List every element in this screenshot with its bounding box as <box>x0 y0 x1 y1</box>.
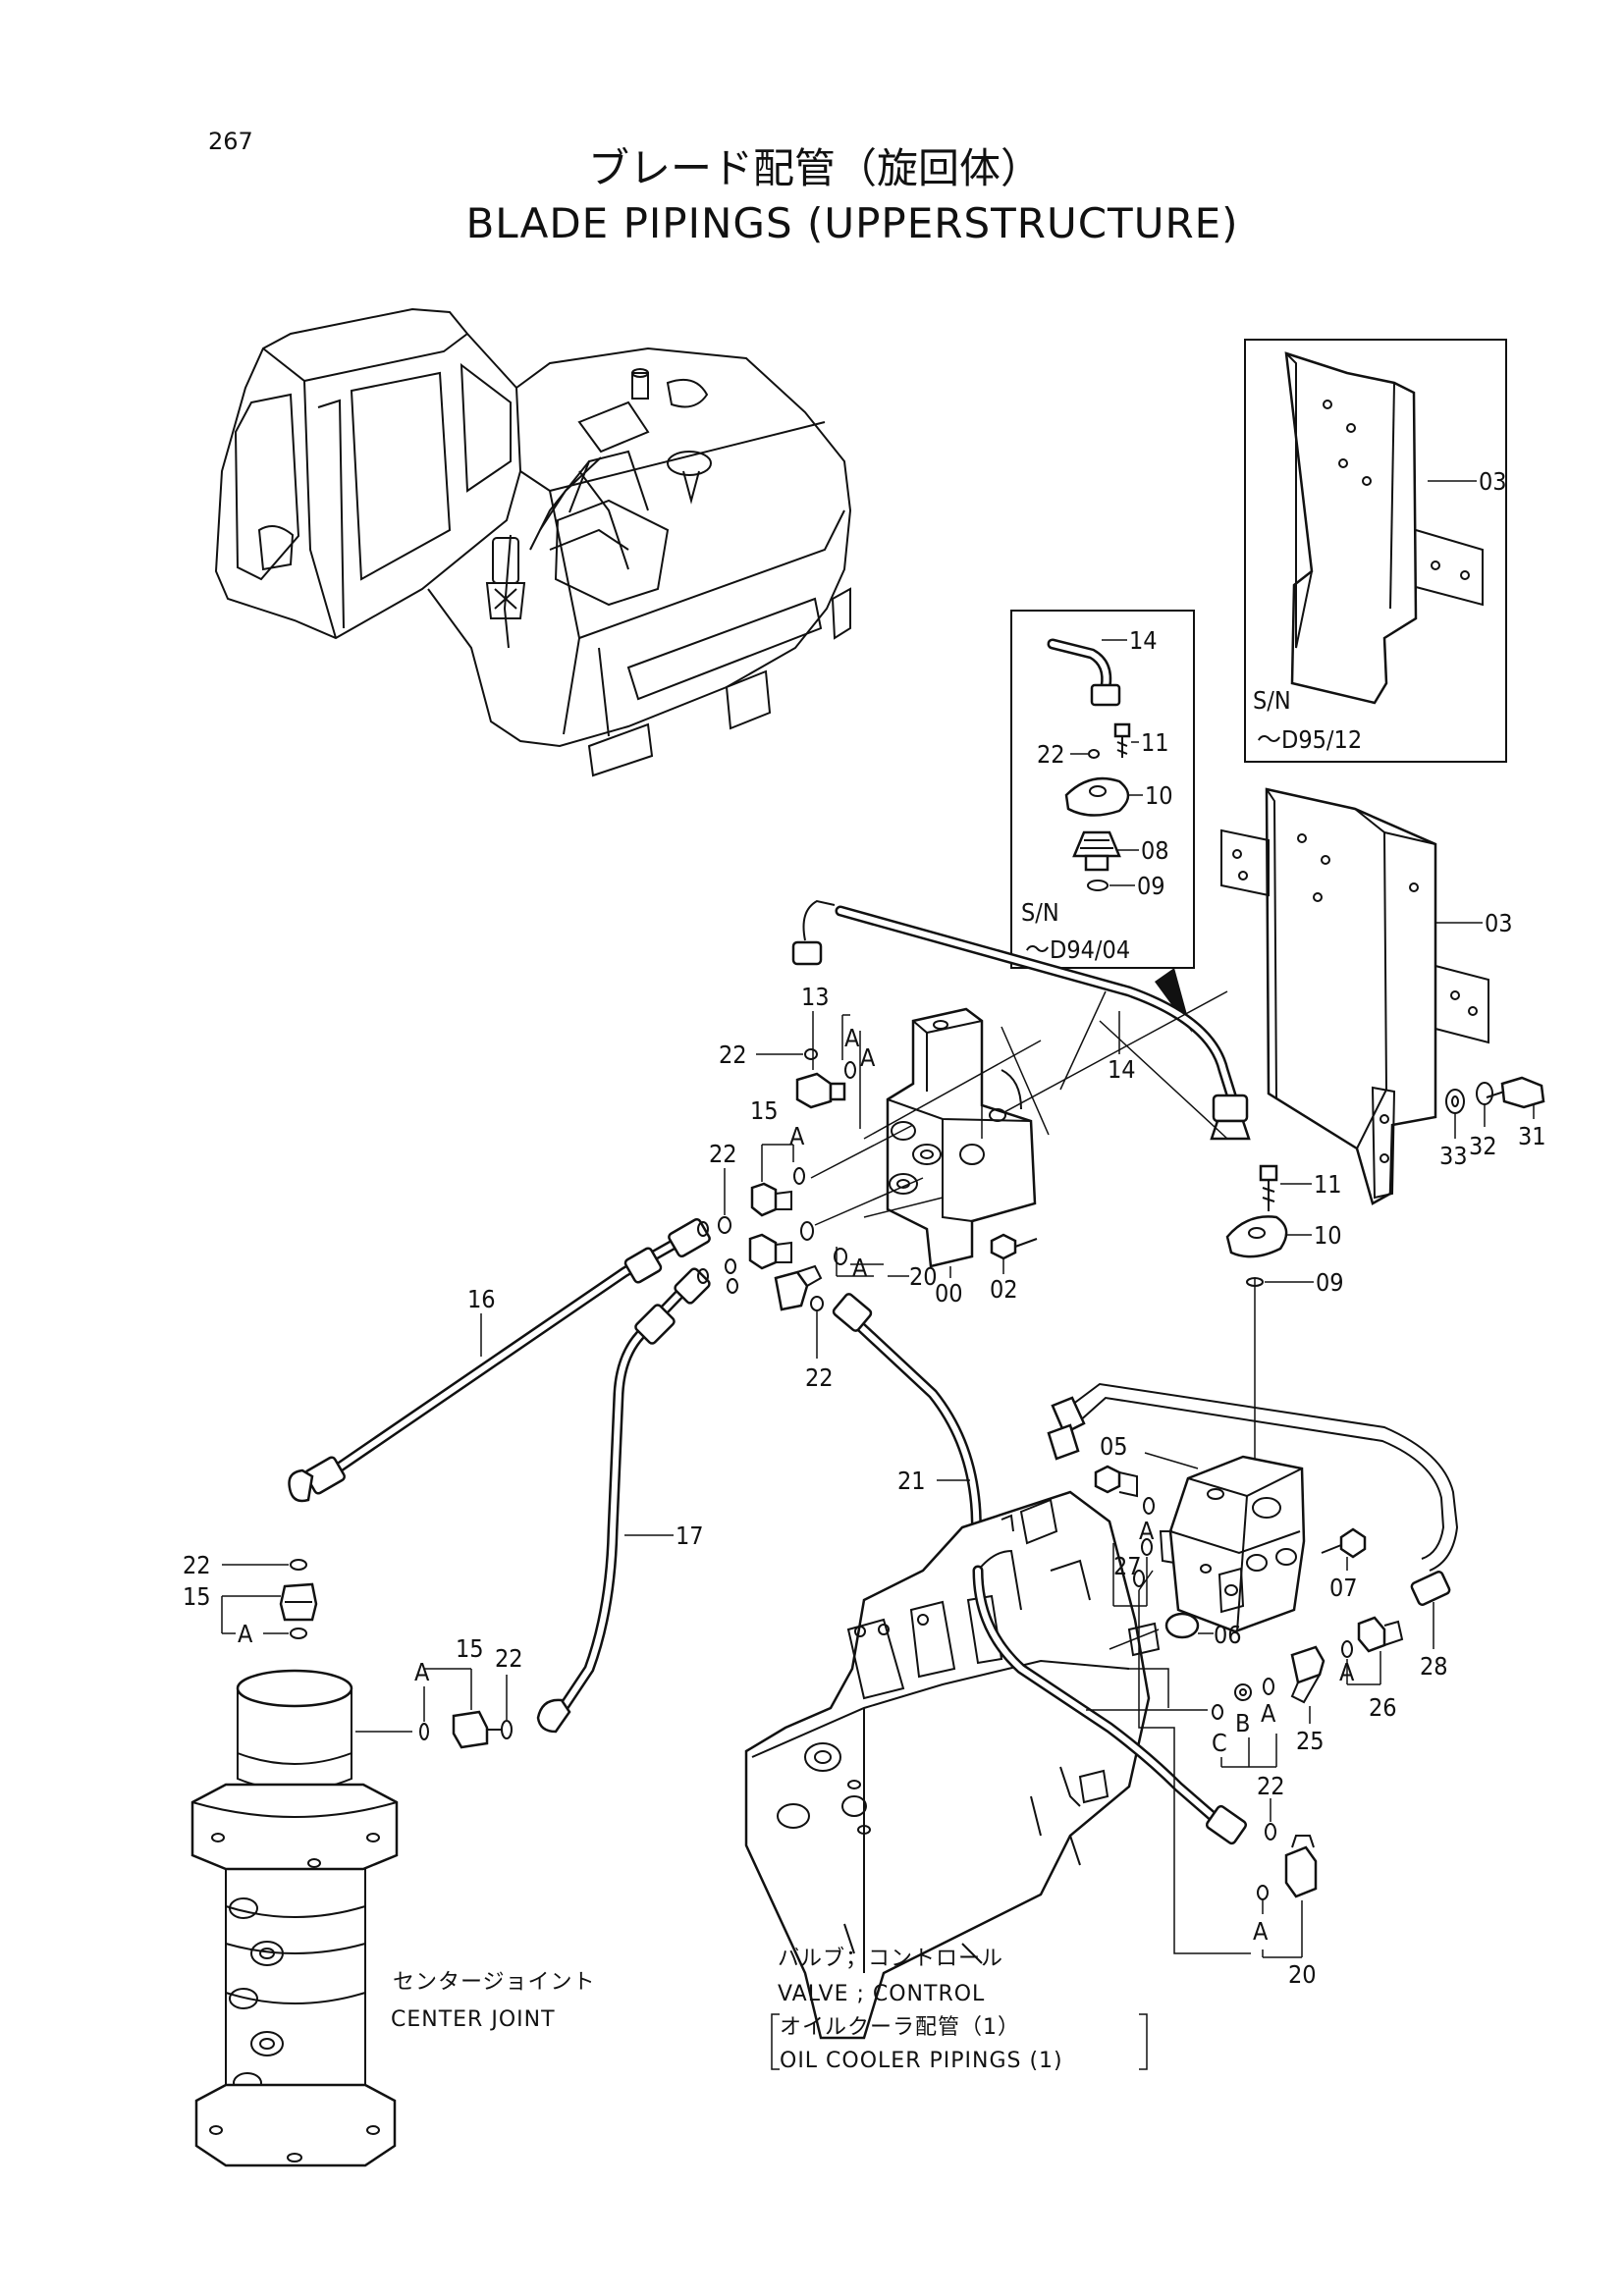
letter-a-valve-2: A <box>789 1122 805 1150</box>
label-part-08-inset: 08 <box>1141 836 1169 865</box>
letter-a-valve-1: A <box>844 1024 860 1052</box>
inset-mid-sn-value: ～D94/04 <box>1025 935 1130 964</box>
label-part-22-inset: 22 <box>1037 740 1065 769</box>
label-part-07: 07 <box>1329 1574 1358 1602</box>
letter-a-25: A <box>1261 1699 1276 1728</box>
valve-fittings: 22 13 A 15 A 22 A 20 <box>709 983 1042 1392</box>
oil-cooler-line-top-nut <box>1047 1423 1080 1461</box>
label-part-20-valve: 20 <box>909 1262 938 1291</box>
label-part-20-bottom: 20 <box>1288 1960 1317 1989</box>
fitting-28: 28 <box>1410 1571 1451 1681</box>
label-part-03-main: 03 <box>1485 909 1513 937</box>
label-part-16: 16 <box>467 1285 496 1313</box>
label-part-14-main: 14 <box>1108 1055 1136 1084</box>
label-part-22-cj-top: 22 <box>183 1551 211 1579</box>
reference-lines <box>1086 1590 1251 1954</box>
fittings-20-bottom: 22 A 20 <box>1253 1772 1318 1989</box>
label-part-10-main: 10 <box>1314 1221 1342 1250</box>
label-part-33: 33 <box>1439 1142 1468 1170</box>
label-part-22-valve-bottom: 22 <box>805 1363 834 1392</box>
inset-top-sn-label: S/N <box>1253 686 1291 715</box>
caption-oil-cooler-jp: オイルクーラ配管（1） <box>780 2015 1020 2040</box>
hose-14: 14 <box>791 899 1251 1141</box>
label-part-26: 26 <box>1369 1693 1397 1722</box>
letter-b-25: B <box>1235 1709 1250 1737</box>
bracket-03-assembly: 03 33 32 31 <box>1220 787 1546 1205</box>
label-part-10-inset: 10 <box>1145 781 1173 810</box>
label-part-27: 27 <box>1113 1552 1142 1580</box>
caption-valve-en: VALVE ; CONTROL <box>778 1982 985 2006</box>
inset-top-sn-value: ～D95/12 <box>1257 725 1362 754</box>
oil-cooler-line-top-fitting <box>1051 1396 1086 1435</box>
label-part-25: 25 <box>1296 1727 1325 1755</box>
fittings-25: 25 A B C <box>1212 1645 1325 1768</box>
label-part-15-valve: 15 <box>750 1096 779 1125</box>
label-part-05: 05 <box>1100 1432 1128 1461</box>
label-part-06: 06 <box>1214 1621 1242 1649</box>
caption-valve-jp: バルブ；コントロール <box>778 1947 1003 1971</box>
label-part-15-cj-left: 15 <box>183 1582 211 1611</box>
center-joint-drawing <box>190 1669 412 2167</box>
caption-center-joint-en: CENTER JOINT <box>391 2007 556 2032</box>
letter-a-valve-3: A <box>852 1254 868 1282</box>
letter-a-valve-4: A <box>860 1043 876 1072</box>
excavator-upperstructure-drawing <box>214 307 852 777</box>
inset-hose-d94-04: 14 22 11 10 08 09 S/N ～D94/04 <box>1010 610 1195 969</box>
inset-bracket-d95-12: 03 S/N ～D95/12 <box>1244 339 1507 763</box>
label-part-03-top: 03 <box>1479 467 1507 496</box>
label-part-22-valve-top: 22 <box>719 1041 747 1069</box>
oil-cooler-line-top <box>1059 1382 1459 1572</box>
letter-a-27: A <box>1139 1517 1155 1545</box>
inset-mid-sn-label: S/N <box>1021 898 1059 927</box>
hose-16: 16 <box>288 1217 711 1503</box>
label-part-00: 00 <box>935 1279 963 1308</box>
label-part-31: 31 <box>1518 1122 1546 1150</box>
hose-17: 17 <box>536 1267 711 1734</box>
valve-captions: バルブ；コントロール VALVE ; CONTROL オイルクーラ配管（1） O… <box>771 1947 1148 2073</box>
o-ring-hose-17 <box>697 1268 709 1284</box>
o-ring-hose-16 <box>697 1221 709 1237</box>
label-part-22-cj-right: 22 <box>495 1644 523 1673</box>
hose-21: 21 <box>832 1293 984 1576</box>
label-part-32: 32 <box>1469 1132 1497 1160</box>
valve-block-05: 05 07 06 <box>1100 1432 1367 1649</box>
label-part-14-inset: 14 <box>1129 626 1158 655</box>
label-part-21: 21 <box>897 1467 926 1495</box>
label-part-28: 28 <box>1420 1652 1448 1681</box>
page-number: 267 <box>208 128 253 155</box>
label-part-09-main: 09 <box>1316 1268 1344 1297</box>
label-part-11-inset: 11 <box>1141 728 1169 757</box>
letter-a-20-bottom: A <box>1253 1917 1269 1946</box>
label-part-22-valve-left: 22 <box>709 1140 737 1168</box>
label-part-09-inset: 09 <box>1137 872 1165 900</box>
flange-10-group: 11 10 09 <box>1225 1164 1344 1492</box>
caption-center-joint-jp: センタージョイント <box>393 1970 596 1995</box>
label-part-02: 02 <box>990 1275 1018 1304</box>
letter-a-26: A <box>1339 1658 1355 1686</box>
center-joint-fittings: 22 15 A A 15 22 センタージョイント CENTER JOINT <box>183 1551 596 2032</box>
title-japanese: ブレード配管（旋回体） <box>588 144 1042 192</box>
label-part-11-main: 11 <box>1314 1170 1342 1199</box>
letter-a-cj-right: A <box>414 1658 430 1686</box>
label-part-17: 17 <box>676 1522 704 1550</box>
label-part-15-cj-right: 15 <box>456 1634 484 1663</box>
title-english: BLADE PIPINGS (UPPERSTRUCTURE) <box>465 199 1238 247</box>
label-part-13: 13 <box>801 983 830 1011</box>
fittings-26: A 26 <box>1339 1616 1404 1722</box>
letter-c-25: C <box>1212 1729 1227 1757</box>
main-control-valve-drawing <box>744 1490 1161 2040</box>
hose-21-lower-end <box>1205 1804 1248 1845</box>
fittings-27: A 27 <box>1094 1465 1155 1607</box>
letter-a-cj-left: A <box>238 1620 253 1648</box>
label-part-22-bottom: 22 <box>1257 1772 1285 1800</box>
caption-oil-cooler-en: OIL COOLER PIPINGS (1) <box>780 2049 1063 2073</box>
